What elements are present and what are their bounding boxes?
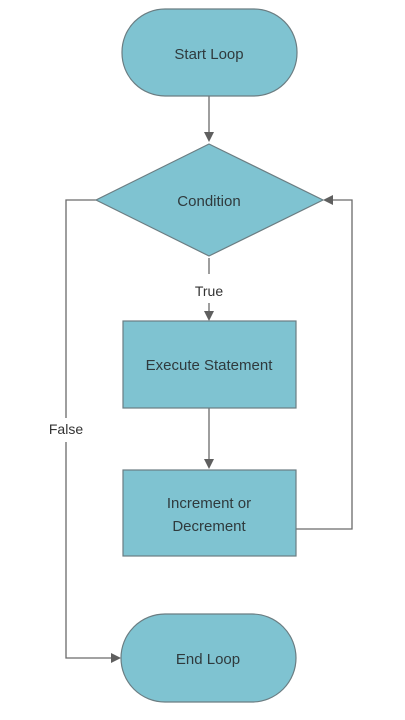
increment-label-line2: Decrement: [172, 518, 246, 535]
edge-increment-loop-back: [296, 195, 353, 530]
increment-label-line1: Increment or: [167, 495, 251, 512]
start-loop-node: [121, 8, 298, 97]
edge-condition-false-to-end-lower: [65, 442, 121, 663]
true-edge-label: True: [195, 283, 223, 299]
condition-node: [94, 143, 325, 257]
execute-statement-label: Execute Statement: [146, 357, 274, 374]
condition-label: Condition: [177, 193, 240, 210]
edge-condition-false-to-end-upper: [65, 199, 96, 418]
end-loop-node: [120, 613, 297, 703]
increment-decrement-node: [122, 469, 297, 557]
execute-statement-node: [122, 320, 297, 409]
end-loop-label: End Loop: [176, 651, 240, 668]
false-edge-label: False: [49, 421, 83, 437]
start-loop-label: Start Loop: [174, 46, 243, 63]
